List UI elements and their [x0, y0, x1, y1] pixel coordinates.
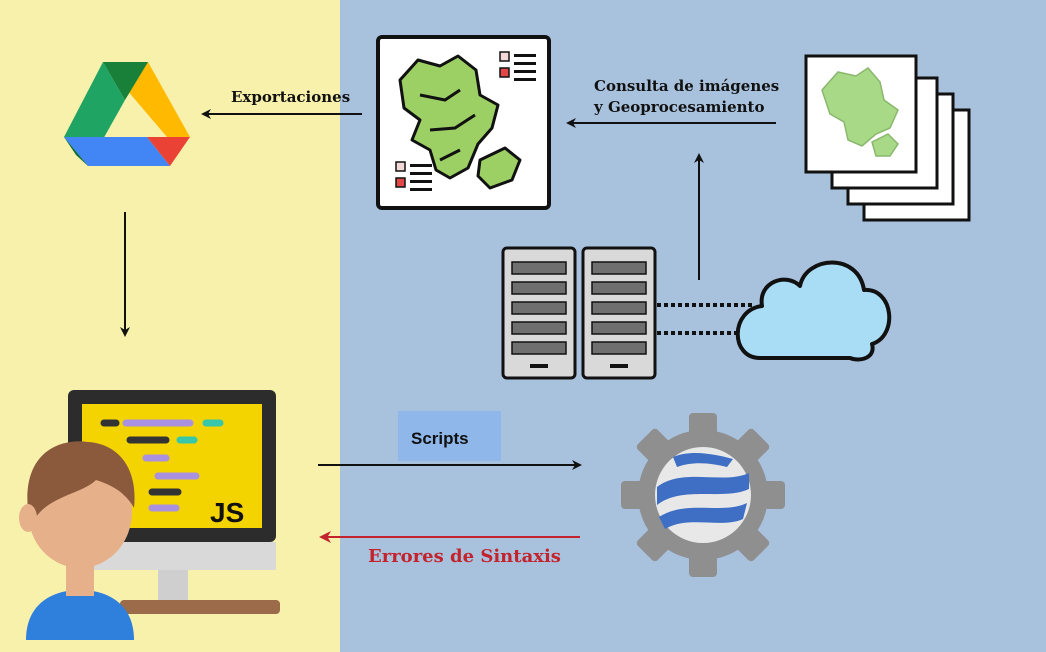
map-document-icon [376, 35, 551, 210]
errores-label: Errores de Sintaxis [368, 546, 561, 567]
consulta-label: Consulta de imágenes y Geoprocesamiento [594, 76, 779, 118]
scripts-box [398, 411, 501, 461]
developer-computer-icon: JS [19, 390, 280, 640]
server-rack-icon [501, 246, 657, 380]
exportaciones-label: Exportaciones [231, 88, 351, 106]
consulta-label-line2: y Geoprocesamiento [594, 98, 765, 116]
image-stack-icon [804, 54, 971, 222]
google-drive-icon [64, 62, 190, 166]
consulta-label-line1: Consulta de imágenes [594, 77, 780, 95]
js-badge: JS [210, 497, 244, 528]
earth-engine-gear-icon [621, 413, 785, 577]
scripts-label: Scripts [411, 429, 469, 448]
cloud-icon [735, 260, 892, 362]
